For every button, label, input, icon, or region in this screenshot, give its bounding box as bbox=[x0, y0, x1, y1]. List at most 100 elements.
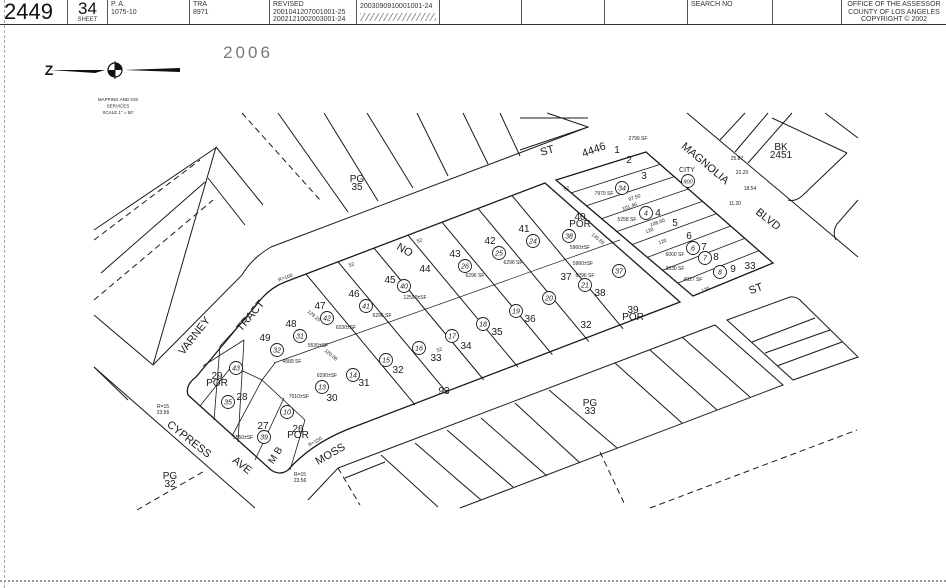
lot-number: POR bbox=[287, 430, 309, 441]
parcel-circle-icon bbox=[270, 343, 284, 357]
street-label-cypress: CYPRESS bbox=[164, 419, 213, 461]
lot-number: 39 bbox=[627, 305, 639, 316]
lot-line bbox=[649, 349, 718, 411]
rear-lot-line bbox=[273, 239, 621, 364]
lot-number: 29 bbox=[211, 371, 223, 382]
parcel-circle-icon bbox=[686, 241, 700, 255]
lot-line bbox=[215, 146, 264, 206]
lot-number: 44 bbox=[419, 264, 431, 275]
dimension-label: 52 bbox=[416, 237, 423, 245]
street-edge bbox=[93, 366, 256, 509]
parcel-circle-icon bbox=[397, 279, 411, 293]
lot-area: 6290±SF bbox=[317, 373, 337, 379]
lot-line bbox=[776, 341, 843, 367]
parcel-number: 10 bbox=[283, 409, 291, 416]
parcel-number: 16 bbox=[415, 345, 423, 352]
lot-number: 26 bbox=[292, 424, 304, 435]
parcel-number: 6 bbox=[691, 245, 695, 252]
revised-cell-2: 2003090910001001-24 bbox=[357, 0, 440, 24]
parcel-circle-icon bbox=[257, 430, 271, 444]
parcel-circle-icon bbox=[293, 329, 307, 343]
dimension-label: 101.46 bbox=[621, 202, 638, 213]
mapping-note: SCALE 1" = 50' bbox=[102, 110, 133, 115]
parcel-number: 38 bbox=[565, 233, 573, 240]
dimension-label: R=100 bbox=[278, 273, 294, 284]
parcel-circle-icon bbox=[320, 311, 334, 325]
street-label-ave: AVE bbox=[230, 454, 254, 477]
crossed-out-entry bbox=[360, 12, 436, 21]
lot-number: 93 bbox=[438, 386, 450, 397]
lot-line bbox=[477, 208, 590, 342]
pa-label: P. A. bbox=[111, 1, 125, 8]
parcel-circle-icon bbox=[412, 341, 426, 355]
lot-number: 40 bbox=[574, 212, 586, 223]
lot-area: 6000 SF bbox=[666, 252, 685, 258]
north-arrow-icon bbox=[50, 61, 180, 79]
street-label-tract: TRACT bbox=[234, 298, 267, 334]
office-line: COPYRIGHT © 2002 bbox=[860, 16, 928, 23]
parcel-number: 20 bbox=[544, 295, 553, 302]
parcel-circle-icon bbox=[346, 368, 360, 382]
generated-lines bbox=[305, 163, 760, 406]
dimension-label: 120.86 bbox=[323, 348, 339, 363]
parcel-circle-icon bbox=[509, 304, 523, 318]
lot-number: 49 bbox=[259, 333, 271, 344]
mapping-note: MAPPING AND GIS bbox=[98, 97, 138, 102]
dimension-label: 23.56 bbox=[157, 410, 170, 416]
lot-line bbox=[407, 234, 519, 368]
lot-area: 6296 SF bbox=[373, 313, 392, 319]
lot-line bbox=[787, 152, 848, 201]
lot-line bbox=[586, 176, 675, 207]
parcel-number: 21 bbox=[580, 282, 589, 289]
blank-cell bbox=[440, 0, 522, 24]
lot-area: 3030 SF bbox=[666, 266, 685, 272]
lot-area: 4027 SF bbox=[684, 277, 703, 283]
parcel-number: 43 bbox=[232, 365, 240, 372]
parcel-number: 7 bbox=[703, 255, 708, 262]
parcel-circle-icon bbox=[315, 380, 329, 394]
main-block-outline bbox=[186, 182, 682, 474]
lot-line bbox=[499, 112, 521, 157]
parcel-number: 8 bbox=[718, 269, 722, 276]
lot-area: 7979 SF bbox=[595, 191, 614, 197]
lot-line bbox=[202, 339, 245, 367]
dimension-label: 108.60 bbox=[649, 218, 666, 229]
dimension-label: 52 bbox=[563, 185, 570, 193]
lot-number: 8 bbox=[713, 252, 719, 263]
lot-number: POR bbox=[622, 312, 644, 323]
lot-line bbox=[231, 379, 263, 437]
lot-number: 34 bbox=[460, 341, 472, 352]
lot-number: 41 bbox=[518, 224, 530, 235]
lot-line bbox=[323, 112, 379, 202]
lot-area: 7010±SF bbox=[289, 394, 309, 400]
lot-line bbox=[237, 339, 245, 443]
dimension-label: 11.20 bbox=[729, 201, 741, 207]
lot-area: 5960±SF bbox=[570, 245, 590, 251]
lot-number: 38 bbox=[594, 288, 606, 299]
parcel-number: 4 bbox=[644, 210, 648, 217]
page-ref-number: 33 bbox=[584, 406, 596, 417]
pg33-block bbox=[307, 324, 784, 509]
parcel-number: 17 bbox=[448, 333, 457, 340]
lot-line bbox=[614, 362, 683, 424]
lot-number: 45 bbox=[384, 275, 396, 286]
lot-number: 5 bbox=[672, 218, 678, 229]
lot-number: 35 bbox=[491, 327, 503, 338]
lot-line bbox=[824, 112, 859, 139]
street-label-no: NO bbox=[394, 241, 415, 260]
lot-line bbox=[681, 336, 751, 398]
street-label-m-b: M B bbox=[267, 445, 286, 466]
lot-line bbox=[305, 273, 416, 406]
lot-line bbox=[441, 221, 553, 355]
street-label-moss: MOSS bbox=[313, 441, 347, 468]
revised-label: REVISED bbox=[273, 1, 304, 8]
parcel-number: 25 bbox=[494, 250, 503, 257]
parcel-number: 40 bbox=[400, 283, 408, 290]
lot-number: 6 bbox=[686, 231, 692, 242]
lot-number: 33 bbox=[430, 353, 442, 364]
parcel-number: 14 bbox=[349, 372, 357, 379]
dimension-label: 22.20 bbox=[736, 170, 749, 176]
parcel-number: 42 bbox=[323, 315, 331, 322]
lot-number: 28 bbox=[236, 392, 248, 403]
easement-line bbox=[93, 159, 201, 241]
